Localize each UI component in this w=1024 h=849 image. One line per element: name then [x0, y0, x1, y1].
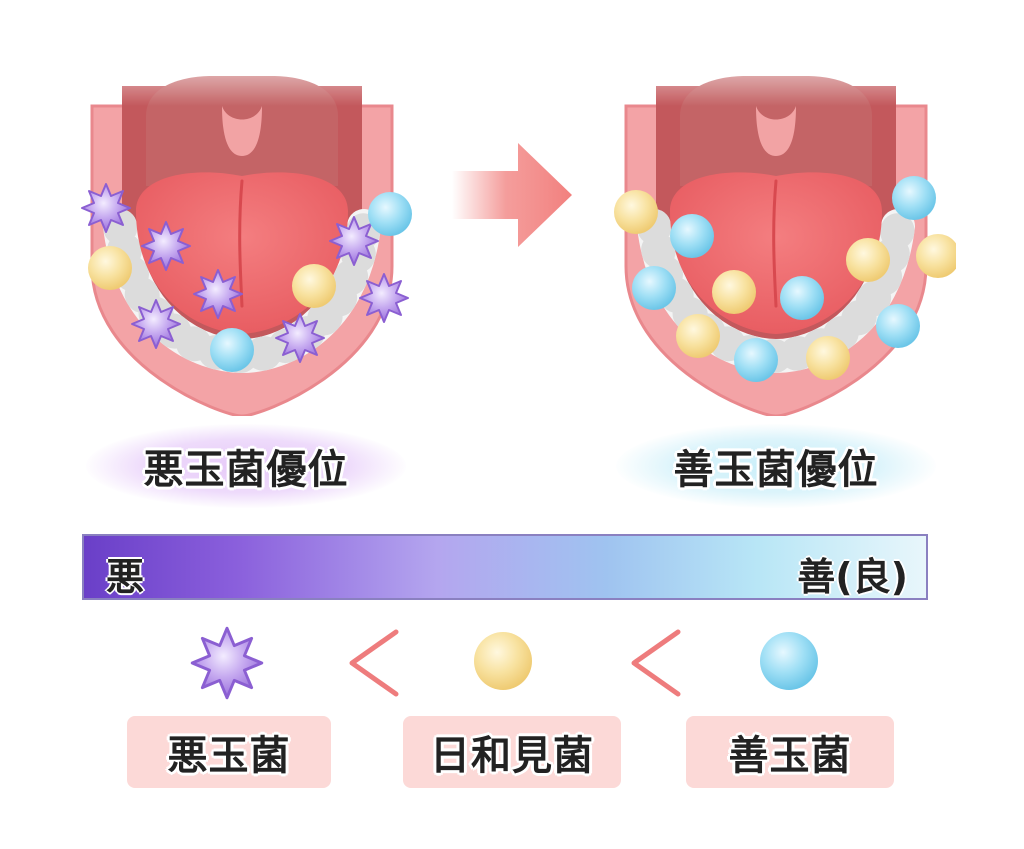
good-bacteria-marker: [734, 338, 778, 382]
yellow-circle-icon: [474, 632, 532, 690]
bad-bacteria-marker: [359, 273, 409, 323]
scale-left-label: 悪: [106, 555, 145, 599]
good-bacteria-marker: [368, 192, 412, 236]
good-bacteria-marker: [892, 176, 936, 220]
bad-bacteria-marker: [275, 313, 325, 363]
arrow-right-icon: [452, 143, 572, 247]
mouth-after: [596, 36, 956, 416]
good-bacteria-marker: [210, 328, 254, 372]
neutral-bacteria-marker: [846, 238, 890, 282]
neutral-bacteria-marker: [614, 190, 658, 234]
bad-bacteria-tag: 悪玉菌: [127, 716, 331, 788]
bad-bacteria-marker: [131, 299, 181, 349]
good-bacteria-tag: 善玉菌: [686, 716, 894, 788]
neutral-bacteria-tag: 日和見菌: [403, 716, 621, 788]
good-dominant-label: 善玉菌優位: [616, 424, 936, 508]
scale-right-label: 善(良): [797, 555, 908, 599]
mouth-before: [62, 36, 422, 416]
neutral-bacteria-marker: [676, 314, 720, 358]
good-bacteria-marker: [632, 266, 676, 310]
neutral-bacteria-marker: [88, 246, 132, 290]
bad-bacteria-marker: [81, 183, 131, 233]
good-bacteria-label: 善玉菌: [728, 733, 852, 779]
good-bacteria-marker: [876, 304, 920, 348]
neutral-bacteria-marker: [712, 270, 756, 314]
bad-bacteria-marker: [193, 269, 243, 319]
neutral-bacteria-marker: [806, 336, 850, 380]
bad-dominant-text: 悪玉菌優位: [143, 447, 349, 493]
bad-dominant-label: 悪玉菌優位: [86, 424, 406, 508]
neutral-bacteria-marker: [916, 234, 956, 278]
neutral-bacteria-label: 日和見菌: [430, 733, 594, 779]
blue-circle-icon: [760, 632, 818, 690]
good-bacteria-marker: [780, 276, 824, 320]
less-than-icon: [349, 629, 399, 697]
bad-good-scale-bar: 悪 善(良): [82, 534, 928, 600]
less-than-icon: [631, 629, 681, 697]
bad-bacteria-label: 悪玉菌: [167, 733, 291, 779]
good-bacteria-marker: [670, 214, 714, 258]
spiky-ball-icon: [190, 626, 264, 700]
good-dominant-text: 善玉菌優位: [673, 447, 879, 493]
bad-bacteria-marker: [141, 221, 191, 271]
neutral-bacteria-marker: [292, 264, 336, 308]
